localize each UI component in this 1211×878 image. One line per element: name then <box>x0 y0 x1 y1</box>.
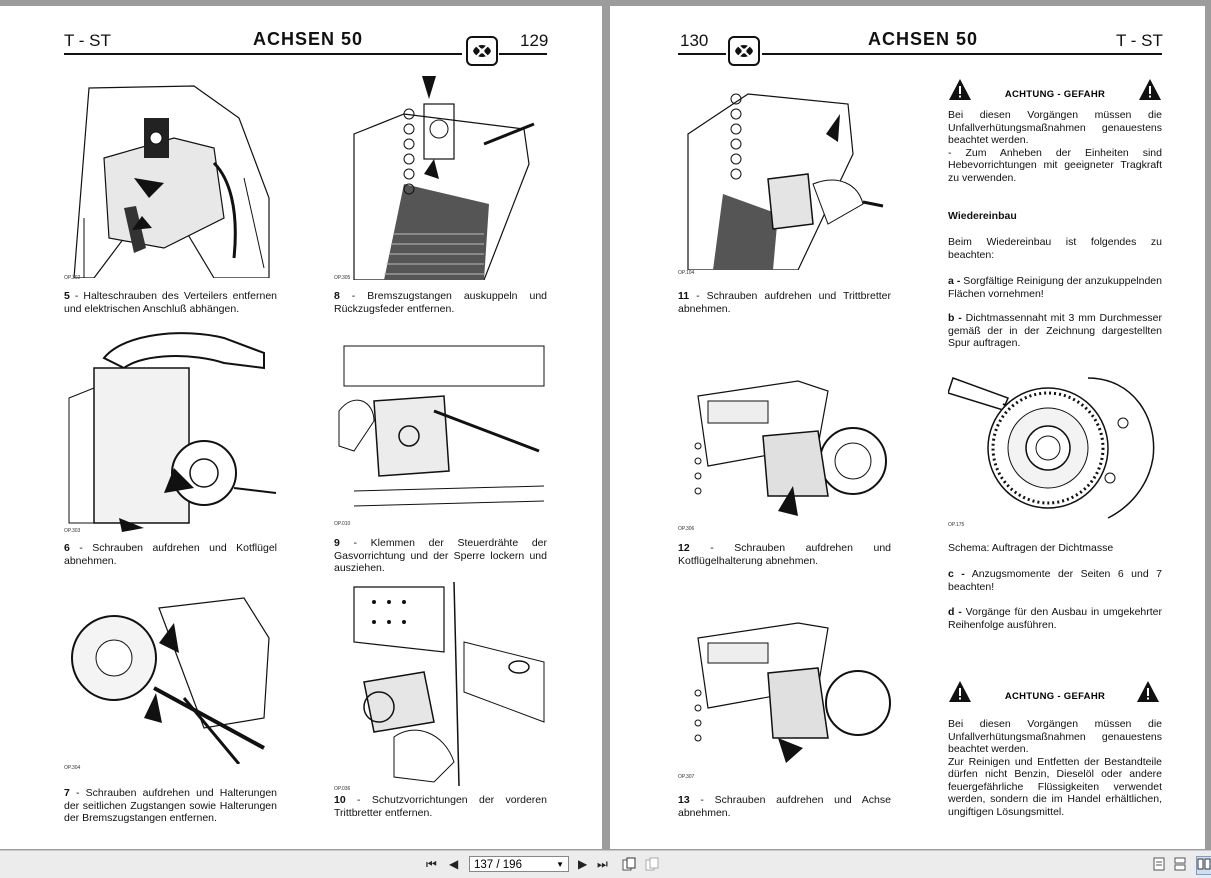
prev-view-icon[interactable] <box>622 857 636 874</box>
warning-text: Bei diesen Vorgängen müssen die Unfallve… <box>948 718 1162 818</box>
figure-6-illustration <box>64 328 278 532</box>
caption-text: - Schrauben aufdrehen und Trittbretter a… <box>678 290 891 315</box>
caption-number: 5 <box>64 290 70 302</box>
figure-code: OP.304 <box>64 765 81 771</box>
caption-number: 13 <box>678 794 690 806</box>
figure-code: OP.307 <box>678 774 695 780</box>
figure-code: OP.302 <box>64 275 81 281</box>
header-section-code: T - ST <box>64 31 111 50</box>
step-c: c - Anzugsmomente der Seiten 6 und 7 bea… <box>948 568 1162 593</box>
page-number: 130 <box>680 31 709 50</box>
page-title: ACHSEN 50 <box>253 29 364 49</box>
step-a: a - Sorgfältige Reinigung der anzukuppel… <box>948 275 1162 300</box>
caption-number: 10 <box>334 794 346 806</box>
figure-11-illustration <box>678 74 892 270</box>
caption-number: 9 <box>334 537 340 549</box>
warning-header: ACHTUNG - GEFAHR <box>948 680 1162 706</box>
caption-12: 12 - Schrauben aufdrehen und Kotflügelha… <box>678 542 891 567</box>
caption-number: 11 <box>678 290 690 302</box>
figure-5-illustration <box>64 78 278 278</box>
figure-9-illustration <box>334 341 548 521</box>
figure-13-illustration <box>678 598 892 774</box>
caption-10: 10 - Schutzvorrichtungen der vorderen Tr… <box>334 794 547 819</box>
warning-triangle-icon <box>949 79 971 100</box>
figure-code: OP.010 <box>334 521 351 527</box>
header-rule <box>499 53 547 55</box>
figure-10-illustration <box>334 582 548 786</box>
page-number-input[interactable]: 137 / 196 ▼ <box>469 856 569 872</box>
page-indicator: 137 / 196 <box>474 859 522 871</box>
next-view-icon[interactable] <box>645 857 659 874</box>
figure-code: OP.036 <box>334 786 351 792</box>
caption-text: - Bremszugstangen auskuppeln und Rückzug… <box>334 290 547 315</box>
caption-13: 13 - Schrauben aufdrehen und Achse abneh… <box>678 794 891 819</box>
continuous-view-icon[interactable] <box>1174 857 1186 874</box>
caption-5: 5 - Halteschrauben des Verteilers entfer… <box>64 290 277 315</box>
figure-code: OP.104 <box>678 270 695 276</box>
previous-page-icon[interactable]: ◀ <box>449 857 459 871</box>
single-page-view-icon[interactable] <box>1153 857 1165 874</box>
page-title: ACHSEN 50 <box>868 29 979 49</box>
caption-text: - Schrauben aufdrehen und Achse abnehmen… <box>678 794 891 819</box>
caption-text: - Schrauben aufdrehen und Kotflügel abne… <box>64 542 277 567</box>
caption-6: 6 - Schrauben aufdrehen und Kotflügel ab… <box>64 542 277 567</box>
figure-7-illustration <box>64 578 278 764</box>
warning-header: ACHTUNG - GEFAHR <box>948 78 1162 104</box>
page-number: 129 <box>520 31 549 50</box>
left-page: T - ST ACHSEN 50 129 OP.302 5 - Haltesch… <box>0 6 602 849</box>
figure-code: OP.306 <box>678 526 695 532</box>
header-rule <box>678 53 726 55</box>
caption-text: - Schutzvorrichtungen der vorderen Tritt… <box>334 794 547 819</box>
caption-text: - Klemmen der Steuerdrähte der Gasvorric… <box>334 537 547 574</box>
brand-logo-icon <box>728 36 760 66</box>
warning-text: Bei diesen Vorgängen müssen die Unfallve… <box>948 109 1162 184</box>
first-page-icon[interactable]: ⏮ <box>426 857 437 871</box>
caption-text: - Schrauben aufdrehen und Halterungen de… <box>64 787 277 824</box>
step-b: b - Dichtmassennaht mit 3 mm Durchmesser… <box>948 312 1162 350</box>
figure-code: OP.303 <box>64 528 81 534</box>
caption-number: 8 <box>334 290 340 302</box>
warning-triangle-icon <box>949 681 971 702</box>
step-label: d - <box>948 606 962 618</box>
step-label: c - <box>948 568 965 580</box>
viewer-toolbar: ⏮ ◀ 137 / 196 ▼ ▶ ⏭ <box>0 850 1211 878</box>
brand-logo-icon <box>466 36 498 66</box>
caption-number: 6 <box>64 542 70 554</box>
step-text: Sorgfältige Reinigung der anzukuppelnden… <box>948 275 1162 300</box>
diagram-caption: Schema: Auftragen der Dichtmasse <box>948 542 1114 554</box>
caption-8: 8 - Bremszugstangen auskuppeln und Rückz… <box>334 290 547 315</box>
caption-9: 9 - Klemmen der Steuerdrähte der Gasvorr… <box>334 537 547 575</box>
step-label: a - <box>948 275 961 287</box>
header-rule <box>64 53 462 55</box>
caption-number: 12 <box>678 542 690 554</box>
step-label: b - <box>948 312 962 324</box>
step-d: d - Vorgänge für den Ausbau in umgekehrt… <box>948 606 1162 631</box>
figure-8-illustration <box>334 74 548 280</box>
two-page-view-icon[interactable] <box>1196 856 1211 875</box>
figure-code: OP.305 <box>334 275 351 281</box>
reassembly-intro: Beim Wiedereinbau ist folgendes zu beach… <box>948 236 1162 261</box>
next-page-icon[interactable]: ▶ <box>578 857 588 871</box>
step-text: Anzugsmomente der Seiten 6 und 7 beachte… <box>948 568 1162 593</box>
warning-triangle-icon <box>1139 79 1161 100</box>
step-text: Vorgänge für den Ausbau in umgekehrter R… <box>948 606 1162 631</box>
right-page: 130 ACHSEN 50 T - ST OP.104 11 - Schraub… <box>610 6 1205 849</box>
figure-12-illustration <box>678 346 892 528</box>
step-text: Dichtmassennaht mit 3 mm Durchmesser gem… <box>948 312 1162 349</box>
last-page-icon[interactable]: ⏭ <box>597 857 608 871</box>
caption-text: - Halteschrauben des Verteilers entferne… <box>64 290 277 315</box>
caption-number: 7 <box>64 787 70 799</box>
header-section-code: T - ST <box>1116 31 1163 50</box>
warning-title: ACHTUNG - GEFAHR <box>1004 89 1106 100</box>
warning-triangle-icon <box>1137 681 1159 702</box>
chevron-down-icon[interactable]: ▼ <box>556 860 564 869</box>
caption-text: - Schrauben aufdrehen und Kotflügelhalte… <box>678 542 891 567</box>
warning-title: ACHTUNG - GEFAHR <box>1004 691 1106 702</box>
sealant-diagram <box>948 368 1162 528</box>
figure-code: OP.175 <box>948 522 965 528</box>
caption-11: 11 - Schrauben aufdrehen und Trittbrette… <box>678 290 891 315</box>
header-rule <box>762 53 1162 55</box>
section-heading: Wiedereinbau <box>948 210 1017 222</box>
caption-7: 7 - Schrauben aufdrehen und Halterungen … <box>64 787 277 825</box>
